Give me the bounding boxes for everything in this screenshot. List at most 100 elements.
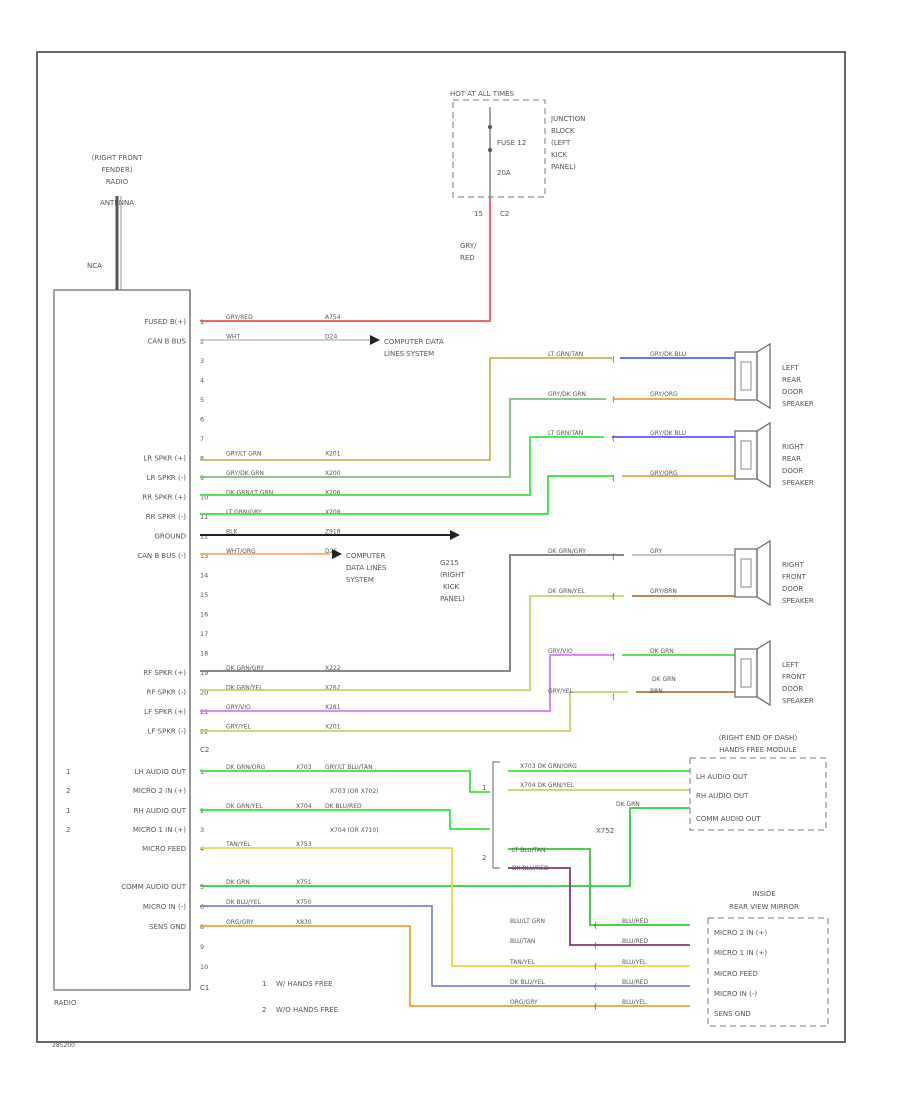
wire-color-code: GRY/LT GRN	[226, 451, 262, 458]
connector-marker-icon: (	[594, 941, 597, 950]
radio-pin-label: RR SPKR (-)	[146, 513, 187, 521]
speaker-cone-icon	[756, 639, 771, 707]
connector-marker-icon: (	[612, 474, 615, 483]
option-2-marker: 2	[482, 854, 486, 862]
ground-label: G215	[440, 559, 459, 567]
fuse-wire-color: RED	[460, 254, 475, 262]
hands-free-wire: X703 DK GRN/ORG	[520, 763, 577, 770]
speaker-cone-icon	[756, 342, 771, 410]
connector-marker-icon: (	[612, 434, 615, 443]
wire-color-code: DK GRN/GRY	[548, 548, 586, 555]
diagram-frame	[36, 51, 846, 1043]
option-1-marker: 1	[482, 784, 486, 792]
radio-pin-label: LF SPKR (-)	[148, 728, 187, 736]
location-line: KICK	[551, 151, 568, 159]
computer-data-label: SYSTEM	[346, 576, 374, 584]
speaker-name: LEFT	[782, 661, 799, 669]
wire-rf-spkr-pos	[200, 554, 624, 672]
antenna-connector-label: NCA	[87, 262, 102, 270]
radio-pin-number: 18	[200, 650, 208, 658]
radio-pin-number: 9	[200, 474, 204, 482]
mirror-pin-label: MICRO 2 IN (+)	[714, 929, 767, 937]
wire-color-code: BLU/TAN	[510, 938, 535, 945]
hands-free-pin: RH AUDIO OUT	[696, 792, 749, 800]
connector-marker-icon: (	[594, 982, 597, 991]
radio-pin-label: GROUND	[154, 533, 186, 541]
circuit-code: D25	[325, 548, 337, 555]
mirror-pin-label: MICRO 1 IN (+)	[714, 949, 767, 957]
speaker-body	[734, 351, 758, 401]
circuit-code: X281	[325, 704, 341, 711]
legend-num: 1	[262, 980, 266, 988]
radio-pin-number: 6	[200, 903, 204, 911]
wire-rf-spkr-neg	[200, 595, 624, 691]
legend-text: W/ HANDS FREE	[276, 980, 333, 988]
wire-color-code: ORG/GRY	[510, 999, 538, 1006]
wire-micro-1	[508, 867, 690, 946]
radio-pin-number: 5	[200, 396, 204, 404]
wire-color-code: BLK	[226, 529, 238, 536]
circuit-code: X262	[325, 685, 341, 692]
radio-pin-number: 1	[200, 318, 204, 326]
mirror-title: REAR VIEW MIRROR	[729, 903, 799, 911]
location-line: JUNCTION	[550, 115, 585, 123]
wire-color-code: ORG/GRY	[226, 919, 254, 926]
wire-color-code: GRY/VIO	[226, 704, 251, 711]
wire-color-code: GRY/RED	[226, 314, 253, 321]
radio-pin-number: 1	[200, 768, 204, 776]
hands-free-module-outline	[689, 757, 827, 831]
circuit-code: X208	[325, 509, 341, 516]
connector-marker-icon: (	[612, 692, 615, 701]
connector-marker-icon: (	[612, 652, 615, 661]
wire-color-code: WHT/ORG	[226, 548, 256, 555]
hands-free-wire: X704 DK GRN/YEL	[520, 782, 575, 789]
radio-pin-number: 4	[200, 845, 204, 853]
radio-pin-label: LF SPKR (+)	[144, 708, 186, 716]
wire-color-code: GRY/ORG	[650, 391, 678, 398]
option-note: 2	[66, 826, 70, 834]
speaker-magnet	[740, 558, 752, 588]
arrow-icon	[370, 335, 380, 345]
speaker-name: SPEAKER	[782, 697, 814, 705]
hands-free-pin: COMM AUDIO OUT	[696, 815, 761, 823]
radio-pin-number: 19	[200, 669, 208, 677]
radio-pin-number: 16	[200, 611, 208, 619]
radio-pin-number: 6	[200, 416, 204, 424]
radio-pin-number: 2	[200, 338, 204, 346]
hot-at-all-times-label: HOT AT ALL TIMES	[450, 90, 515, 98]
hands-free-wire: DK GRN	[616, 801, 640, 808]
radio-pin-label: CAN B BUS (-)	[137, 552, 186, 560]
speaker-magnet	[740, 440, 752, 470]
wire-color-code: DK BLU/YEL	[226, 899, 261, 906]
antenna-label-line: FENDER)	[101, 166, 132, 174]
connector-marker-icon: (	[594, 921, 597, 930]
circuit-code: X201	[325, 451, 341, 458]
radio-pin-number: 21	[200, 708, 208, 716]
wire-color-code: GRY/VIO	[548, 648, 573, 655]
wire-color-code: DK GRN	[226, 879, 250, 886]
wire-color-code: DK GRN/GRY	[226, 665, 264, 672]
connector-c2-label: C2	[200, 746, 209, 754]
wire-color-code: GRY	[650, 548, 662, 555]
location-line: (LEFT	[551, 139, 571, 147]
radio-pin-label: SENS GND	[149, 923, 186, 931]
radio-pin-label: FUSED B(+)	[144, 318, 186, 326]
mirror-title: INSIDE	[752, 890, 776, 898]
wire-color-code: GRY/DK GRN	[548, 391, 586, 398]
speaker-name: DOOR	[782, 388, 803, 396]
wire-micro-2	[508, 848, 690, 926]
speaker-name: DOOR	[782, 585, 803, 593]
radio-pin-number: 15	[200, 591, 208, 599]
ground-label: (RIGHT	[440, 571, 465, 579]
option-note: 2	[66, 787, 70, 795]
speaker-cone-icon	[756, 539, 771, 607]
computer-data-label: DATA LINES	[346, 564, 387, 572]
wire-lf-spkr-neg	[200, 691, 628, 732]
ground-label: PANEL)	[440, 595, 465, 603]
fuse-terminal	[488, 148, 492, 152]
fuse-wire-color: GRY/	[460, 242, 477, 250]
speaker-magnet	[740, 658, 752, 688]
radio-pin-number: 8	[200, 923, 204, 931]
